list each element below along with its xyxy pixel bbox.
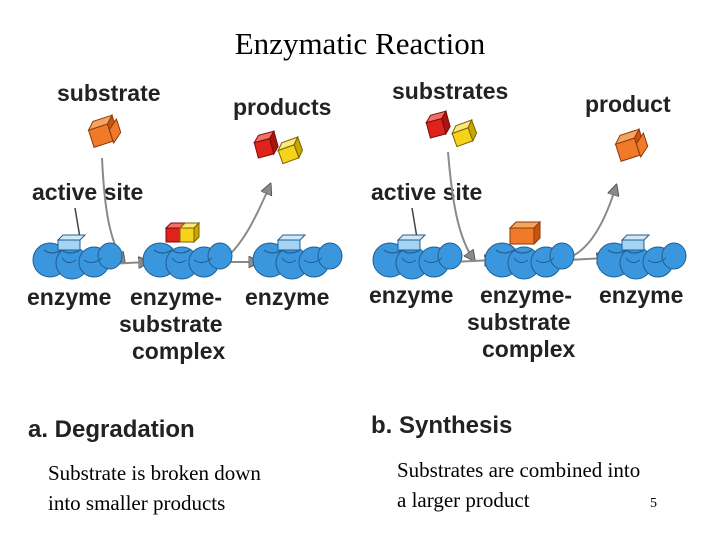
active-site-pointer-b	[411, 207, 418, 239]
panel-a-label: a. Degradation	[28, 416, 195, 443]
active-site-label: active site	[32, 179, 143, 205]
product-red-cube	[253, 129, 279, 159]
complex-label-line2-b: substrate	[467, 309, 571, 335]
enzyme-right-b	[596, 234, 687, 280]
enzyme-left-b	[372, 234, 463, 280]
product-cube	[614, 127, 649, 162]
caption-degradation: Substrate is broken down into smaller pr…	[48, 461, 261, 515]
complex-label-line2: substrate	[119, 311, 223, 337]
complex-label-line3: complex	[132, 338, 226, 364]
complex-label-line1: enzyme-	[130, 284, 222, 310]
enzyme-left	[32, 234, 123, 280]
page-number: 5	[650, 496, 657, 511]
product-label: product	[585, 91, 671, 117]
substrate-label: substrate	[57, 80, 161, 106]
substrate-red-cube	[425, 109, 451, 139]
panel-synthesis: substrates product active site	[369, 78, 687, 439]
slide-title: Enzymatic Reaction	[234, 26, 486, 61]
enzyme-right	[252, 234, 343, 280]
complex-label-line3-b: complex	[482, 336, 576, 362]
enzyme-substrate-complex-b	[484, 220, 575, 280]
substrate-cube	[87, 113, 122, 148]
complex-label-line1-b: enzyme-	[480, 282, 572, 308]
enzyme-substrate-complex	[142, 221, 233, 280]
products-label: products	[233, 94, 331, 120]
enzyme-right-label-b: enzyme	[599, 282, 683, 308]
active-site-label-b: active site	[371, 179, 482, 205]
product-yellow-cube	[277, 135, 304, 165]
substrates-label: substrates	[392, 78, 508, 104]
substrate-yellow-cube	[451, 118, 478, 148]
caption-synthesis: Substrates are combined into a larger pr…	[397, 458, 641, 512]
enzyme-left-label: enzyme	[27, 284, 111, 310]
arrow-substrates-in	[447, 151, 474, 260]
panel-b-label: b. Synthesis	[371, 412, 512, 439]
panel-degradation: substrate products active site	[27, 80, 343, 443]
enzyme-left-label-b: enzyme	[369, 282, 453, 308]
active-site-pointer	[74, 207, 81, 239]
enzyme-right-label: enzyme	[245, 284, 329, 310]
